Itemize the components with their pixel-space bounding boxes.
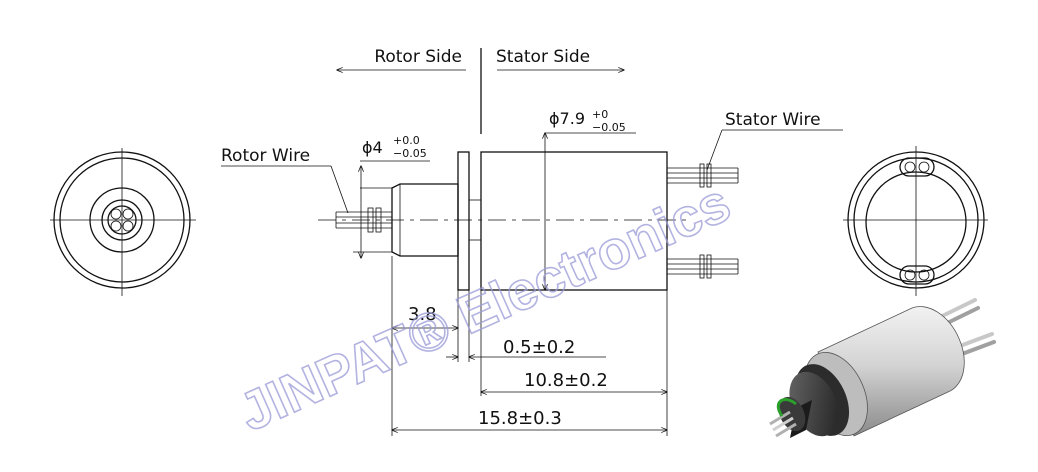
length-dimensions: 3.8 0.5±0.2 10.8±0.2 15.8±0.3 bbox=[392, 256, 667, 436]
rotor-diameter-lower-tol: −0.05 bbox=[393, 147, 427, 160]
stator-diameter-base: ϕ7.9 bbox=[549, 109, 585, 128]
gap-dimension: 0.5±0.2 bbox=[503, 337, 575, 358]
stator-wire-label: Stator Wire bbox=[725, 110, 821, 130]
rotor-end-view bbox=[50, 148, 196, 296]
total-length-dimension: 15.8±0.3 bbox=[478, 408, 562, 429]
body-length-dimension: 10.8±0.2 bbox=[524, 370, 608, 391]
diameter-annotations: ϕ4 +0.0 −0.05 ϕ7.9 +0 −0.05 bbox=[353, 108, 636, 290]
wire-leaders: Rotor Wire Stator Wire bbox=[221, 110, 843, 214]
brand-watermark: JINPAT® Electronics bbox=[230, 173, 739, 443]
stator-diameter-lower-tol: −0.05 bbox=[592, 121, 626, 134]
rotor-diameter-base: ϕ4 bbox=[362, 138, 383, 157]
rotor-wire-label: Rotor Wire bbox=[221, 146, 310, 166]
product-3d-view bbox=[769, 298, 996, 438]
side-labels: Rotor Side Stator Side bbox=[337, 47, 624, 134]
stator-end-view bbox=[843, 146, 988, 296]
rotor-diameter-upper-tol: +0.0 bbox=[393, 134, 420, 147]
slip-ring-side-view bbox=[318, 151, 739, 291]
stator-diameter-upper-tol: +0 bbox=[592, 108, 608, 121]
flange-dimension: 3.8 bbox=[408, 304, 437, 325]
rotor-side-label: Rotor Side bbox=[374, 47, 462, 67]
stator-side-label: Stator Side bbox=[496, 47, 590, 67]
